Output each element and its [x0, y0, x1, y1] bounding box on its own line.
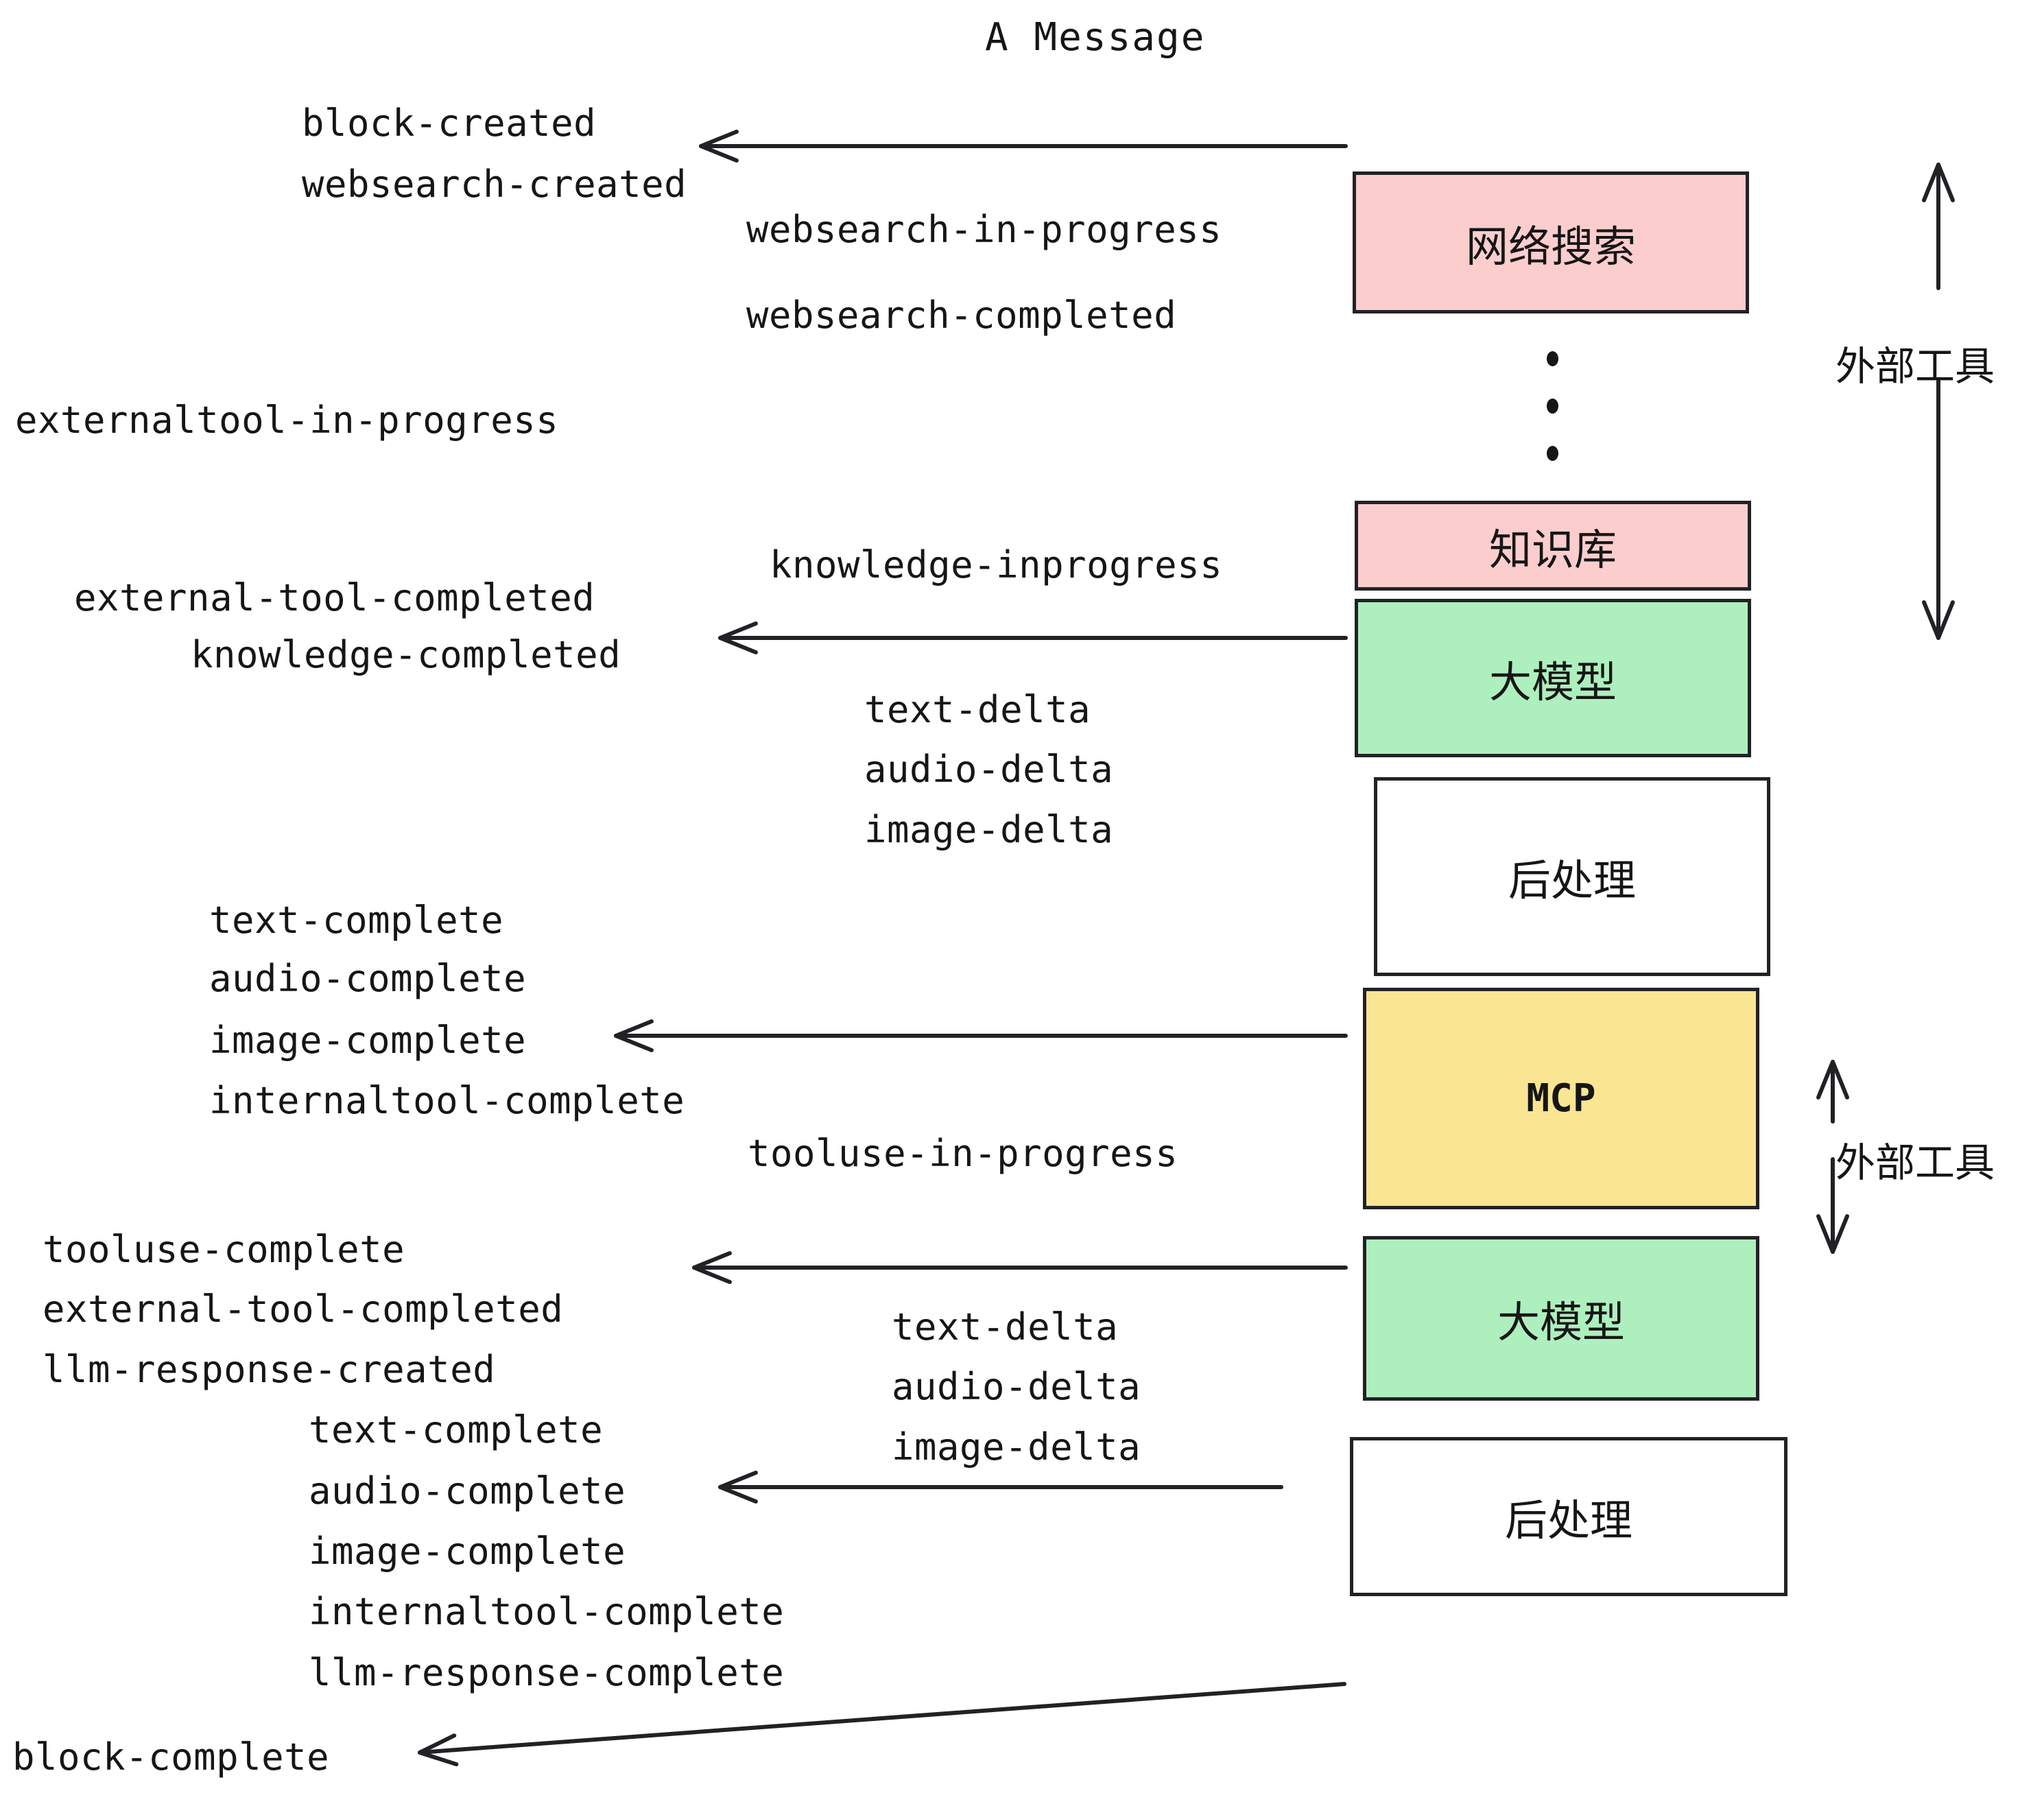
- event-label-audio-complete-1: audio-complete: [209, 957, 527, 1000]
- node-postprocess-1: 后处理: [1374, 777, 1770, 976]
- node-knowledgebase: 知识库: [1355, 501, 1751, 591]
- event-label-internaltool-complete-2: internaltool-complete: [309, 1590, 785, 1633]
- vertical-ellipsis-icon: [1545, 351, 1559, 461]
- node-llm-1: 大模型: [1355, 599, 1751, 757]
- side-label-external-tools-lower: 外部工具: [1835, 1139, 1995, 1186]
- external-tool-range-lower-up: [1816, 1060, 1849, 1124]
- ellipsis-dot: [1546, 351, 1558, 366]
- event-label-external-tool-completed-1: external-tool-completed: [74, 576, 595, 619]
- event-label-internaltool-complete-1: internaltool-complete: [209, 1079, 685, 1122]
- event-label-externaltool-in-progress: externaltool-in-progress: [15, 399, 559, 442]
- page-title: A Message: [985, 15, 1206, 60]
- event-label-websearch-created: websearch-created: [302, 163, 687, 206]
- event-label-audio-complete-2: audio-complete: [309, 1469, 626, 1512]
- event-label-websearch-in-progress: websearch-in-progress: [746, 208, 1222, 251]
- event-label-text-delta-1: text-delta: [864, 688, 1091, 731]
- arrow-websearch-to-block: [699, 130, 1348, 163]
- event-label-llm-response-complete: llm-response-complete: [309, 1651, 785, 1694]
- external-tool-range-lower-up-head: [1816, 1060, 1849, 1100]
- event-label-block-complete: block-complete: [12, 1735, 330, 1779]
- event-label-knowledge-completed: knowledge-completed: [191, 633, 621, 676]
- external-tool-range-lower-down-head: [1816, 1214, 1849, 1254]
- arrow-websearch-to-block-head: [699, 130, 739, 163]
- event-label-tooluse-complete: tooluse-complete: [43, 1228, 405, 1271]
- arrow-postprocess2-to-block-line: [418, 1682, 1346, 1755]
- event-label-knowledge-inprogress: knowledge-inprogress: [770, 543, 1223, 586]
- ellipsis-dot: [1546, 446, 1558, 461]
- arrow-llm2-to-left-head: [718, 1471, 758, 1504]
- node-postprocess-2: 后处理: [1350, 1437, 1787, 1596]
- arrow-knowledge-to-left: [718, 621, 1348, 654]
- event-label-block-created: block-created: [302, 102, 597, 145]
- arrow-llm2-to-left: [718, 1471, 1283, 1504]
- arrow-postprocess2-to-block: [418, 1682, 1346, 1767]
- external-tool-range-upper-down-head: [1922, 600, 1955, 640]
- event-label-text-complete-2: text-complete: [309, 1408, 604, 1451]
- event-label-text-complete-1: text-complete: [209, 899, 504, 942]
- event-label-text-delta-2: text-delta: [892, 1305, 1119, 1349]
- event-label-llm-response-created: llm-response-created: [43, 1348, 496, 1391]
- arrow-postprocess1-to-left-head: [614, 1019, 654, 1052]
- node-websearch: 网络搜索: [1353, 171, 1749, 313]
- arrow-mcp-to-left-head: [692, 1251, 732, 1284]
- arrow-knowledge-to-left-head: [718, 621, 758, 654]
- event-label-audio-delta-1: audio-delta: [864, 748, 1114, 791]
- ellipsis-dot: [1546, 399, 1558, 414]
- external-tool-range-upper-up-head: [1922, 163, 1955, 202]
- arrow-mcp-to-left: [692, 1251, 1348, 1284]
- node-llm-2: 大模型: [1363, 1236, 1759, 1401]
- event-label-external-tool-completed-2: external-tool-completed: [43, 1287, 564, 1331]
- external-tool-range-upper-down: [1922, 379, 1955, 640]
- external-tool-range-upper-up: [1922, 163, 1955, 290]
- event-label-image-delta-2: image-delta: [892, 1425, 1141, 1469]
- event-label-image-delta-1: image-delta: [864, 808, 1114, 851]
- event-label-websearch-completed: websearch-completed: [746, 294, 1177, 337]
- event-label-image-complete-1: image-complete: [209, 1019, 527, 1062]
- event-label-image-complete-2: image-complete: [309, 1530, 626, 1573]
- node-mcp: MCP: [1363, 988, 1759, 1209]
- event-label-audio-delta-2: audio-delta: [892, 1365, 1141, 1408]
- event-label-tooluse-in-progress: tooluse-in-progress: [748, 1132, 1178, 1175]
- arrow-postprocess2-to-block-head: [418, 1733, 459, 1767]
- side-label-external-tools-upper: 外部工具: [1835, 343, 1995, 390]
- arrow-postprocess1-to-left: [614, 1019, 1348, 1052]
